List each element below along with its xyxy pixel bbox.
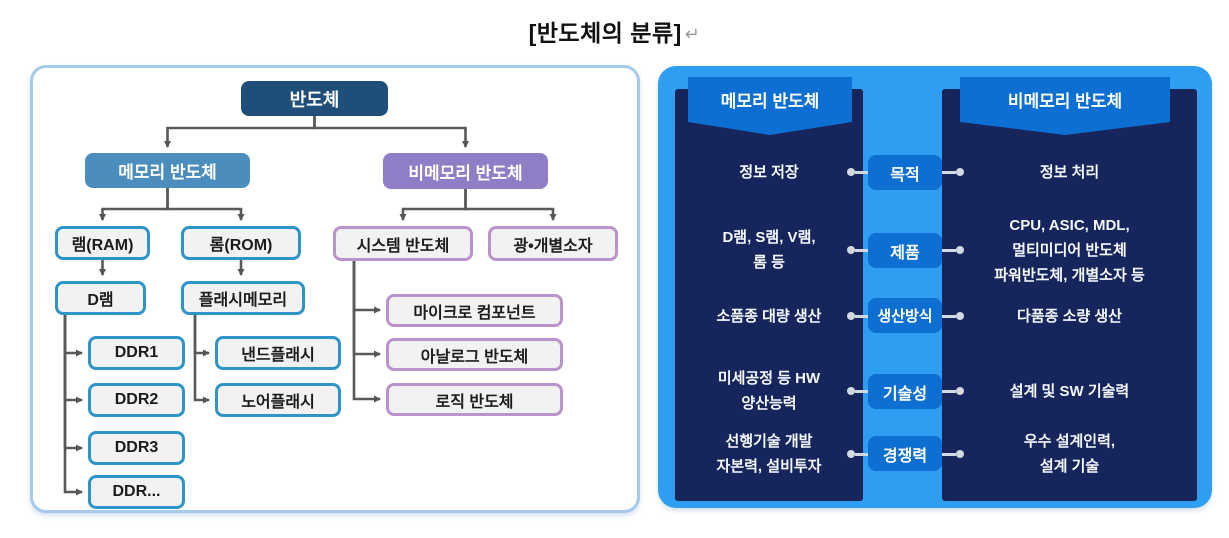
row-label-technology: 기술성	[868, 374, 942, 409]
connector-right-production	[942, 312, 964, 320]
connector-right-products	[942, 246, 964, 254]
tree-node-optical-discrete: 광•개별소자	[488, 226, 618, 261]
non-memory-cell-production: 다품종 소량 생산	[1017, 308, 1122, 325]
non-memory-column	[942, 89, 1197, 501]
connector-right-technology	[942, 387, 964, 395]
connector-left-technology	[847, 387, 868, 395]
memory-header-label: 메모리 반도체	[720, 92, 820, 111]
memory-cell-products: D램, S램, V램, 롬 등	[722, 229, 816, 271]
tree-node-rom: 롬(ROM)	[181, 226, 301, 260]
tree-node-nor-flash: 노어플래시	[215, 383, 341, 417]
tree-node-ddr3: DDR3	[88, 431, 185, 465]
memory-cell-competitiveness: 선행기술 개발 자본력, 설비투자	[716, 433, 822, 475]
tree-node-analog: 아날로그 반도체	[386, 338, 563, 371]
tree-node-ddr-more: DDR...	[88, 475, 185, 509]
comparison-panel: 메모리 반도체 비메모리 반도체 정보 저장 목적 정보 처리 D램, S램, …	[658, 66, 1212, 508]
tree-node-flash-memory: 플래시메모리	[181, 281, 305, 315]
connector-left-purpose	[847, 168, 868, 176]
tree-node-nand-flash: 낸드플래시	[215, 336, 341, 370]
page-title: [반도체의 분류]↵	[0, 14, 1229, 48]
memory-cell-production: 소품종 대량 생산	[716, 308, 822, 325]
row-label-competitiveness: 경쟁력	[868, 436, 942, 471]
connector-left-products	[847, 246, 868, 254]
page-title-text: [반도체의 분류]	[528, 20, 682, 46]
tree-node-ram: 램(RAM)	[55, 226, 150, 260]
classification-tree-panel: 반도체 메모리 반도체 비메모리 반도체 램(RAM) 롬(ROM) D램 플래…	[30, 65, 640, 513]
row-label-products: 제품	[868, 233, 942, 268]
tree-node-micro-component: 마이크로 컴포넌트	[386, 294, 563, 327]
row-label-production: 생산방식	[868, 298, 942, 333]
non-memory-cell-products: CPU, ASIC, MDL, 멀티미디어 반도체 파워반도체, 개별소자 등	[994, 217, 1145, 284]
non-memory-header-banner: 비메모리 반도체	[960, 77, 1170, 135]
tree-node-dram: D램	[55, 281, 146, 315]
tree-node-memory: 메모리 반도체	[85, 153, 250, 188]
tree-node-ddr1: DDR1	[88, 336, 185, 370]
non-memory-cell-technology: 설계 및 SW 기술력	[1009, 383, 1130, 400]
tree-node-logic: 로직 반도체	[386, 383, 563, 416]
paragraph-return-icon: ↵	[684, 24, 701, 44]
non-memory-cell-competitiveness: 우수 설계인력, 설계 기술	[1023, 433, 1116, 475]
connector-right-purpose	[942, 168, 964, 176]
connector-left-production	[847, 312, 868, 320]
tree-node-system: 시스템 반도체	[333, 226, 473, 261]
tree-node-ddr2: DDR2	[88, 383, 185, 417]
tree-node-non-memory: 비메모리 반도체	[383, 153, 548, 189]
connector-left-competitiveness	[847, 450, 868, 458]
memory-header-banner: 메모리 반도체	[688, 77, 852, 135]
memory-column	[675, 89, 863, 501]
row-label-purpose: 목적	[868, 155, 942, 190]
memory-cell-technology: 미세공정 등 HW 양산능력	[717, 370, 821, 412]
tree-node-semiconductor: 반도체	[241, 81, 388, 116]
non-memory-header-label: 비메모리 반도체	[1007, 92, 1123, 111]
memory-cell-purpose: 정보 저장	[739, 164, 799, 181]
connector-right-competitiveness	[942, 450, 964, 458]
non-memory-cell-purpose: 정보 처리	[1039, 164, 1100, 181]
